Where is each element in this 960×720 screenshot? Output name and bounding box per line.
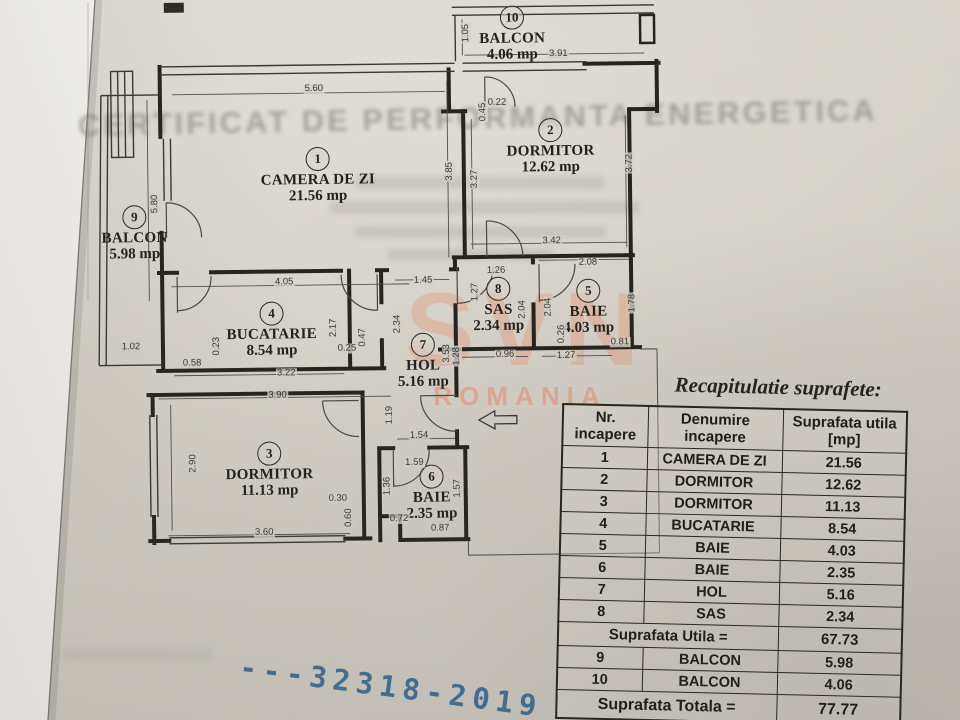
table-cell: 2.35 (779, 560, 904, 586)
table-cell: BALCON (641, 669, 778, 695)
dimension-label: 0.60 (342, 507, 355, 528)
faded-text-smudge (355, 226, 605, 238)
table-header-line: Nr. (595, 408, 616, 427)
dimension-label: 1.26 (485, 264, 507, 276)
table-cell: 77.77 (776, 694, 901, 720)
dimension-label: 1.27 (555, 349, 577, 362)
dimension-label: 0.96 (494, 348, 516, 360)
dimension-label: 2.34 (391, 313, 403, 335)
faded-text-smudge (388, 249, 553, 260)
dimension-label: 3.91 (548, 47, 569, 60)
dimension-label: 3.27 (468, 168, 481, 190)
dimension-label: 2.08 (577, 256, 599, 268)
table-cell: DORMITOR (645, 491, 782, 517)
table-cell: 67.73 (777, 626, 903, 654)
dimension-label: 0.25 (336, 342, 358, 354)
table-header-line: incapere (574, 425, 637, 444)
dimension-label: 4.05 (273, 276, 295, 288)
faded-text-smudge (330, 201, 640, 214)
table-cell: CAMERA DE ZI (646, 447, 783, 473)
table-cell: BUCATARIE (645, 513, 781, 539)
table-cell: 3 (560, 489, 647, 514)
svn-watermark: SVN (405, 272, 649, 388)
table-cell: 2 (561, 467, 647, 492)
dimension-label: 0.23 (210, 335, 223, 357)
table-cell: 6 (559, 555, 645, 580)
table-header-line: incapere (683, 427, 747, 447)
table-cell: 4 (560, 511, 646, 536)
table-header-cell: Suprafata utila[mp] (782, 409, 908, 454)
dimension-label: 3.85 (443, 161, 455, 182)
dimension-label: 3.72 (623, 152, 635, 174)
dimension-label: 1.78 (626, 292, 638, 314)
dimension-label: 0.30 (327, 492, 349, 504)
walls (146, 2, 661, 546)
table-cell: SAS (643, 601, 779, 627)
dimension-label: 0.26 (555, 323, 567, 345)
table-header-line: Suprafata utila (792, 413, 897, 433)
entrance-arrow (477, 409, 518, 430)
table-header-line: [mp] (827, 431, 861, 449)
dimension-label: 1.28 (450, 345, 463, 367)
table-cell: 7 (558, 577, 645, 602)
dimension-label: 1.02 (120, 341, 142, 353)
table-cell: Suprafata Totala = (556, 689, 777, 720)
table-header-cell: Nr.incapere (562, 404, 649, 448)
dimension-label: 3.60 (253, 526, 275, 538)
table-cell: 5 (559, 533, 646, 558)
dimension-label: 0.72 (388, 512, 410, 525)
table-cell: 5.98 (777, 650, 902, 676)
table-cell: 21.56 (781, 450, 907, 476)
faded-text-smudge (355, 176, 605, 189)
table-cell: HOL (643, 579, 780, 605)
table-cell: BAIE (644, 535, 781, 561)
dimension-label: 2.04 (516, 299, 528, 320)
dimension-label: 2.90 (187, 453, 199, 474)
building-contour (467, 348, 661, 556)
dimension-label: 5.60 (303, 82, 325, 95)
dimension-label: 3.42 (541, 235, 562, 247)
dimension-label: 1.05 (460, 22, 472, 44)
table-cell: 4.06 (776, 672, 902, 698)
table-cell: DORMITOR (646, 469, 782, 495)
dimension-label: 5.80 (149, 193, 161, 215)
summary-title: Recapitulatie suprafete: (674, 372, 882, 402)
dimension-label: 1.54 (408, 429, 430, 441)
dimension-label: 1.27 (469, 281, 481, 303)
dimension-label: 2.04 (542, 296, 554, 318)
dimension-label: 0.47 (356, 327, 368, 348)
dimension-label: 0.81 (609, 336, 631, 348)
faded-text-smudge (62, 648, 212, 660)
table-cell: 4.03 (779, 538, 905, 564)
dimension-label: 2.17 (327, 317, 339, 339)
dimension-label: 0.58 (181, 357, 203, 369)
table-cell: 1 (561, 445, 648, 470)
dimension-label: 0.22 (486, 96, 508, 108)
romania-watermark: ROMANIA (433, 381, 607, 411)
table-cell: 8.54 (780, 516, 905, 542)
dimension-label: 1.19 (383, 404, 395, 426)
table-cell: 2.34 (778, 604, 903, 630)
table-cell: 9 (557, 645, 643, 670)
table-cell: 10 (556, 667, 643, 692)
dimension-label: 1.59 (404, 456, 425, 468)
table-cell: BALCON (642, 647, 778, 673)
table-cell: 5.16 (778, 582, 904, 608)
table-cell: 12.62 (781, 472, 906, 498)
table-cell: BAIE (644, 557, 780, 583)
dimension-label: 1.36 (381, 475, 393, 497)
dimension-label: 1.45 (412, 274, 434, 286)
dimension-label: 3.22 (275, 367, 297, 379)
dimension-label: 1.57 (451, 477, 463, 499)
dimension-label: 3.90 (267, 389, 288, 401)
table-cell: 11.13 (780, 494, 906, 520)
table-cell: 8 (558, 599, 644, 624)
dimension-label: 0.45 (476, 101, 489, 123)
dimension-label: 0.87 (429, 522, 451, 534)
